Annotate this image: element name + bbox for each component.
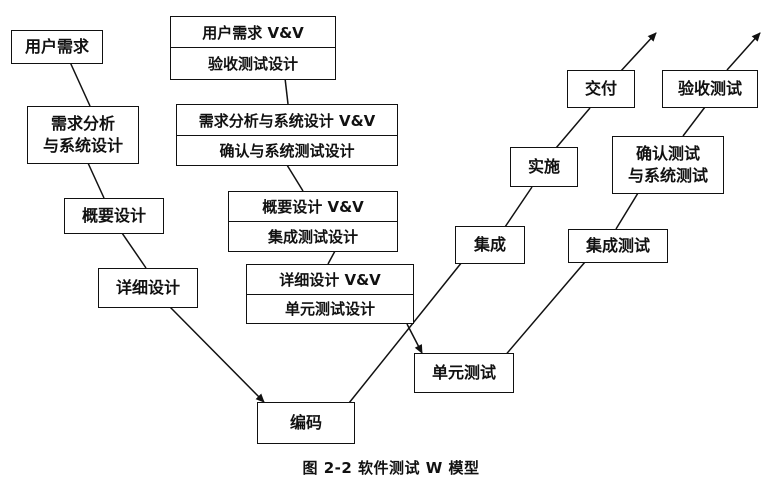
- label-user-requirements: 用户需求: [24, 37, 89, 56]
- label-requirements-analysis-line2: 与系统设计: [42, 136, 123, 155]
- arrow-acceptance-out: [726, 32, 761, 71]
- box-coding: 编码: [257, 402, 355, 444]
- label-outline-design: 概要设计: [81, 206, 146, 225]
- label-requirements-analysis-line1: 需求分析: [50, 114, 115, 133]
- line-integration-to-implement: [504, 186, 533, 228]
- line-user-req-to-analysis: [69, 61, 91, 107]
- line-pair1-to-pair2: [284, 77, 289, 105]
- box-analysis-design-vv: 需求分析与系统设计 V&V 确认与系统测试设计: [176, 104, 398, 166]
- line-pair3-to-pair4: [327, 250, 336, 265]
- label-implementation: 实施: [527, 157, 560, 176]
- box-detailed-design: 详细设计: [98, 268, 198, 308]
- line-integration-test-to-confirm: [615, 192, 639, 230]
- arrow-detail-to-coding: [169, 306, 265, 403]
- label-coding: 编码: [289, 413, 322, 432]
- line-coding-to-integration: [344, 261, 463, 409]
- label-acceptance-test-design: 验收测试设计: [171, 47, 335, 78]
- label-confirm-system-test-line1: 确认测试: [635, 144, 700, 163]
- box-detailed-design-vv: 详细设计 V&V 单元测试设计: [246, 264, 414, 324]
- line-unit-to-integration-test: [502, 261, 586, 359]
- box-outline-design: 概要设计: [64, 198, 164, 234]
- arrow-deliver-out: [619, 32, 657, 73]
- label-outline-design-vv: 概要设计 V&V: [262, 198, 364, 216]
- label-integration: 集成: [473, 235, 506, 254]
- label-confirm-system-test-design: 确认与系统测试设计: [177, 135, 397, 164]
- label-acceptance-test: 验收测试: [677, 79, 742, 98]
- label-user-requirements-vv: 用户需求 V&V: [202, 23, 304, 42]
- line-outline-to-detail: [121, 232, 147, 269]
- box-user-requirements-vv: 用户需求 V&V 验收测试设计: [170, 16, 336, 80]
- line-implement-to-deliver: [555, 107, 591, 149]
- label-unit-test: 单元测试: [431, 363, 496, 382]
- label-integration-test-design: 集成测试设计: [229, 221, 397, 250]
- label-unit-test-design: 单元测试设计: [247, 294, 413, 322]
- box-outline-design-vv: 概要设计 V&V 集成测试设计: [228, 191, 398, 252]
- box-requirements-analysis: 需求分析 与系统设计: [27, 106, 139, 164]
- label-confirm-system-test-line2: 与系统测试: [627, 166, 708, 185]
- label-integration-test: 集成测试: [585, 236, 650, 255]
- line-confirm-to-acceptance: [682, 106, 706, 137]
- line-pair2-to-pair3: [286, 164, 304, 192]
- line-analysis-to-outline: [87, 162, 105, 199]
- box-unit-test: 单元测试: [414, 353, 514, 393]
- box-acceptance-test: 验收测试: [662, 70, 758, 108]
- box-integration-test: 集成测试: [568, 229, 668, 263]
- box-delivery: 交付: [567, 70, 635, 108]
- box-integration: 集成: [455, 226, 525, 264]
- box-implementation: 实施: [510, 147, 578, 187]
- figure-caption: 图 2-2 软件测试 W 模型: [302, 459, 480, 477]
- box-user-requirements: 用户需求: [11, 30, 103, 64]
- label-analysis-design-vv: 需求分析与系统设计 V&V: [198, 111, 376, 130]
- box-confirm-system-test: 确认测试 与系统测试: [612, 136, 724, 194]
- arrow-pair4-to-unit-test: [406, 323, 423, 354]
- label-delivery: 交付: [584, 79, 617, 98]
- label-detailed-design: 详细设计: [115, 278, 180, 297]
- label-detailed-design-vv: 详细设计 V&V: [279, 271, 381, 289]
